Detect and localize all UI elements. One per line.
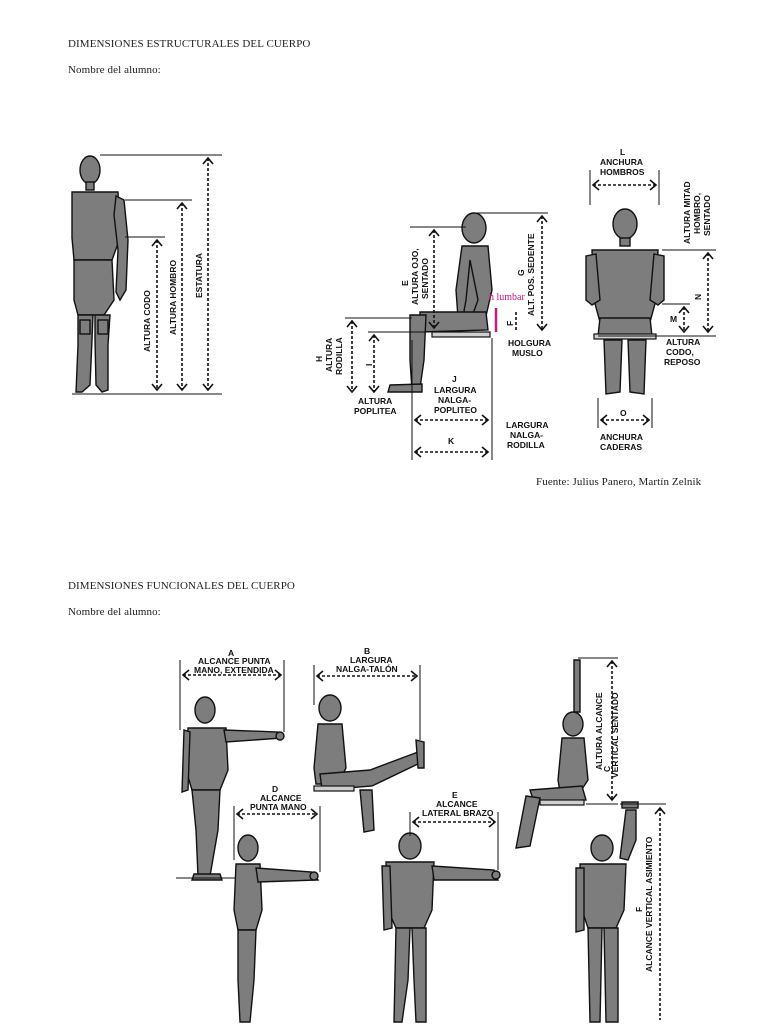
label-f2-text: ALCANCE VERTICAL ASIMIENTO bbox=[644, 836, 654, 972]
label-lnr3: RODILLA bbox=[507, 440, 545, 450]
seated-side-figure bbox=[387, 212, 493, 393]
label-holgura1: HOLGURA bbox=[508, 338, 551, 348]
label-b-text2: NALGA-TALÓN bbox=[336, 663, 398, 674]
label-a-text2: MANO, EXTENDIDA bbox=[194, 665, 274, 675]
label-f2-letter: F bbox=[634, 907, 644, 912]
label-o-text2: CADERAS bbox=[600, 442, 642, 452]
label-e-text1: ALTURA OJO, bbox=[410, 248, 420, 305]
label-d-text1: ALCANCE bbox=[260, 793, 302, 803]
label-i-letter: I bbox=[364, 364, 374, 366]
label-c-letter: C bbox=[602, 766, 612, 772]
figure-e-lateral-reach bbox=[381, 832, 501, 1023]
label-e2-text2: LATERAL BRAZO bbox=[422, 808, 494, 818]
label-a-text1: ALCANCE PUNTA bbox=[198, 656, 271, 666]
label-m-letter: M bbox=[670, 314, 677, 324]
section2-title: DIMENSIONES FUNCIONALES DEL CUERPO bbox=[68, 580, 295, 592]
label-codo1: ALTURA bbox=[666, 337, 700, 347]
label-j-text1: LARGURA bbox=[434, 385, 477, 395]
figure-c-seated-vertical bbox=[515, 659, 589, 849]
label-altura-hombro: ALTURA HOMBRO bbox=[168, 260, 178, 335]
label-estatura: ESTATURA bbox=[194, 253, 204, 298]
label-j-letter: J bbox=[452, 374, 457, 384]
label-l-text2: HOMBROS bbox=[600, 167, 645, 177]
section1-title: DIMENSIONES ESTRUCTURALES DEL CUERPO bbox=[68, 38, 311, 50]
label-e-text2: SENTADO bbox=[420, 258, 430, 299]
label-k-letter: K bbox=[448, 436, 455, 446]
label-codo3: REPOSO bbox=[664, 357, 701, 367]
label-g-letter: G bbox=[516, 269, 526, 276]
label-mitad2: HOMBRO, bbox=[692, 193, 702, 234]
label-j-text2: NALGA- bbox=[438, 395, 471, 405]
label-b-text1: LARGURA bbox=[350, 655, 393, 665]
figure-f-vertical-grip bbox=[575, 801, 639, 1023]
label-holgura2: MUSLO bbox=[512, 348, 543, 358]
label-d-text2: PUNTA MANO bbox=[250, 802, 307, 812]
label-altura-codo: ALTURA CODO bbox=[142, 290, 152, 352]
label-a-letter: A bbox=[228, 648, 234, 658]
figure-d-side-reach bbox=[233, 834, 320, 1023]
label-e-letter: E bbox=[400, 280, 410, 286]
label-e2-text1: ALCANCE bbox=[436, 799, 478, 809]
figure-a-standing-reach bbox=[181, 696, 285, 881]
label-n-letter: N bbox=[693, 294, 703, 300]
annotation-h-lumbar: h lumbar bbox=[489, 292, 525, 303]
label-h-text1: ALTURA bbox=[324, 338, 334, 372]
label-mitad1: ALTURA MITAD bbox=[682, 181, 692, 244]
label-l-letter: L bbox=[620, 147, 625, 157]
label-codo2: CODO, bbox=[666, 347, 694, 357]
label-g-text: ALT. POS. SEDENTE bbox=[526, 233, 536, 316]
label-o-letter: O bbox=[620, 408, 627, 418]
source-credit: Fuente: Julius Panero, Martín Zelnik bbox=[536, 476, 702, 488]
label-j-text3: POPLITEO bbox=[434, 405, 477, 415]
label-l-text1: ANCHURA bbox=[600, 157, 643, 167]
label-b-letter: B bbox=[364, 646, 370, 656]
seated-front-figure bbox=[585, 208, 665, 395]
label-d-letter: D bbox=[272, 784, 278, 794]
figure-b-seated-leg bbox=[313, 694, 425, 833]
label-altura-poplitea2: POPLITEA bbox=[354, 406, 397, 416]
label-h-text2: RODILLA bbox=[334, 337, 344, 375]
label-lnr2: NALGA- bbox=[510, 430, 543, 440]
label-c-text2: VERTICAL SENTADO bbox=[610, 692, 620, 778]
label-lnr1: LARGURA bbox=[506, 420, 549, 430]
label-e2-letter: E bbox=[452, 790, 458, 800]
label-f-letter: F bbox=[505, 321, 515, 326]
label-altura-poplitea1: ALTURA bbox=[358, 396, 392, 406]
label-mitad3: SENTADO bbox=[702, 195, 712, 236]
standing-figure-structural bbox=[71, 155, 129, 393]
section1-student-label: Nombre del alumno: bbox=[68, 64, 161, 76]
label-h-letter: H bbox=[314, 356, 324, 362]
label-c-text1: ALTURA ALCANCE bbox=[594, 692, 604, 770]
section2-student-label: Nombre del alumno: bbox=[68, 606, 161, 618]
label-o-text1: ANCHURA bbox=[600, 432, 643, 442]
